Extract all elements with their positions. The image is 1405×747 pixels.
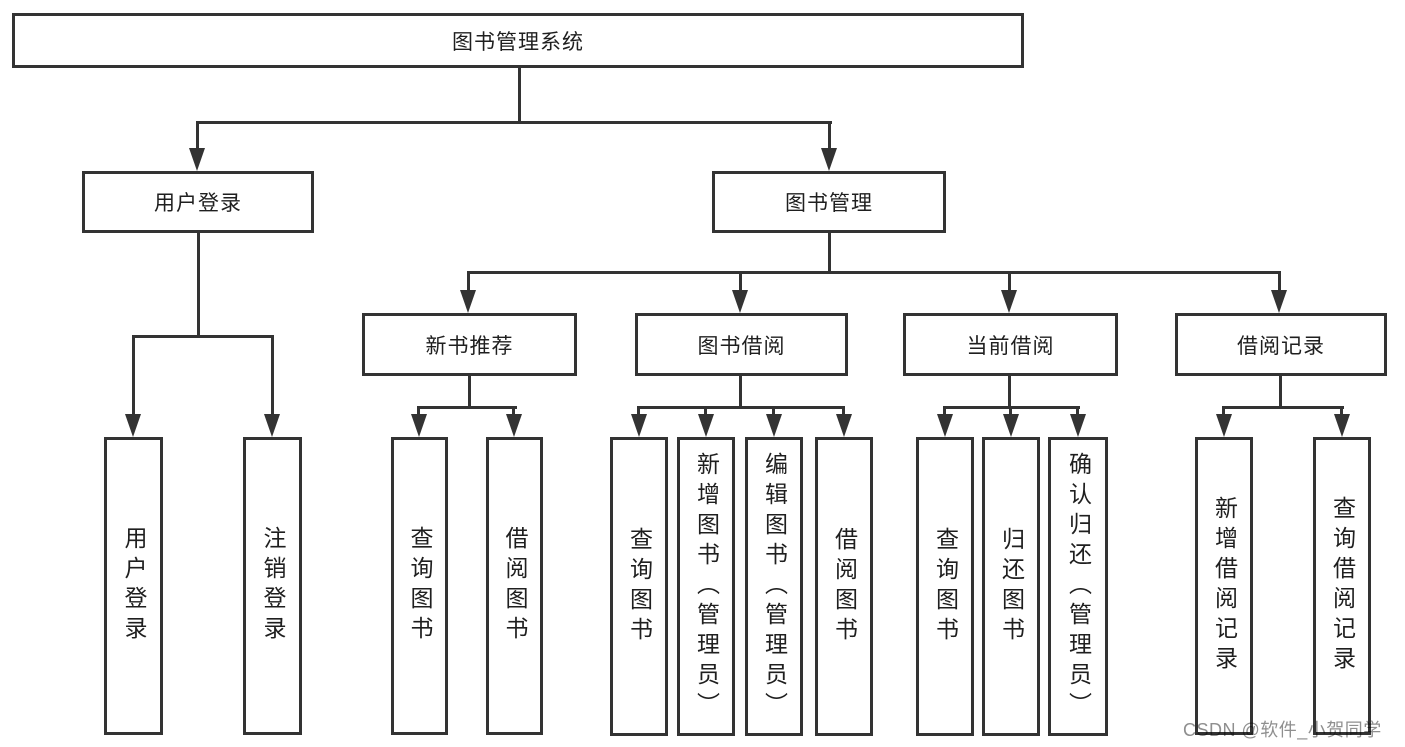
leaf-nb-query-books: 查询图书 bbox=[391, 437, 448, 735]
node-user-login: 用户登录 bbox=[82, 171, 314, 233]
arrowhead bbox=[836, 414, 852, 437]
arrowhead bbox=[460, 290, 476, 313]
leaf-cb-return-books: 归还图书 bbox=[982, 437, 1040, 736]
connector-line bbox=[1008, 271, 1011, 293]
leaf-br-query-record: 查询借阅记录 bbox=[1313, 437, 1371, 735]
connector-line bbox=[772, 406, 775, 416]
leaf-cb-confirm-return-admin: 确认归还（管理员） bbox=[1048, 437, 1108, 736]
leaf-logout: 注销登录 bbox=[243, 437, 302, 735]
node-current-borrow: 当前借阅 bbox=[903, 313, 1118, 376]
arrowhead bbox=[631, 414, 647, 437]
connector-line bbox=[828, 121, 831, 151]
connector-line bbox=[196, 121, 199, 151]
connector-line bbox=[1008, 376, 1011, 409]
connector-line bbox=[518, 68, 521, 122]
arrowhead bbox=[411, 414, 427, 437]
node-root: 图书管理系统 bbox=[12, 13, 1024, 68]
connector-line bbox=[637, 406, 640, 416]
arrowhead bbox=[1271, 290, 1287, 313]
leaf-nb-borrow-books: 借阅图书 bbox=[486, 437, 543, 735]
connector-line bbox=[1278, 271, 1281, 293]
connector-line bbox=[1009, 406, 1012, 416]
connector-line bbox=[512, 406, 515, 416]
connector-line bbox=[417, 406, 420, 416]
connector-line bbox=[704, 406, 707, 416]
connector-line bbox=[739, 376, 742, 409]
connector-line bbox=[132, 335, 273, 338]
connector-line bbox=[467, 271, 1281, 274]
connector-line bbox=[132, 335, 135, 417]
arrowhead bbox=[189, 148, 205, 171]
arrowhead bbox=[1003, 414, 1019, 437]
leaf-bb-add-books-admin: 新增图书（管理员） bbox=[677, 437, 735, 736]
arrowhead bbox=[821, 148, 837, 171]
arrowhead bbox=[937, 414, 953, 437]
connector-line bbox=[1340, 406, 1343, 416]
connector-line bbox=[842, 406, 845, 416]
arrowhead bbox=[1001, 290, 1017, 313]
node-new-book-recommend: 新书推荐 bbox=[362, 313, 577, 376]
node-book-borrow: 图书借阅 bbox=[635, 313, 848, 376]
leaf-bb-borrow-books: 借阅图书 bbox=[815, 437, 873, 736]
arrowhead bbox=[1216, 414, 1232, 437]
arrowhead bbox=[732, 290, 748, 313]
connector-line bbox=[1222, 406, 1225, 416]
node-book-management: 图书管理 bbox=[712, 171, 946, 233]
connector-line bbox=[943, 406, 946, 416]
node-borrow-records: 借阅记录 bbox=[1175, 313, 1387, 376]
connector-line bbox=[417, 406, 517, 409]
connector-line bbox=[197, 233, 200, 338]
leaf-bb-edit-books-admin: 编辑图书（管理员） bbox=[745, 437, 803, 736]
arrowhead bbox=[698, 414, 714, 437]
leaf-cb-query-books: 查询图书 bbox=[916, 437, 974, 736]
connector-line bbox=[196, 121, 832, 124]
arrowhead bbox=[264, 414, 280, 437]
connector-line bbox=[271, 335, 274, 417]
arrowhead bbox=[506, 414, 522, 437]
connector-line bbox=[468, 376, 471, 409]
connector-line bbox=[739, 271, 742, 293]
leaf-br-add-record: 新增借阅记录 bbox=[1195, 437, 1253, 735]
connector-line bbox=[1076, 406, 1079, 416]
connector-line bbox=[467, 271, 470, 293]
leaf-bb-query-books: 查询图书 bbox=[610, 437, 668, 736]
arrowhead bbox=[1334, 414, 1350, 437]
leaf-user-login: 用户登录 bbox=[104, 437, 163, 735]
connector-line bbox=[637, 406, 845, 409]
watermark: CSDN @软件_小贺同学 bbox=[1183, 720, 1382, 740]
arrowhead bbox=[1070, 414, 1086, 437]
connector-line bbox=[1222, 406, 1344, 409]
connector-line bbox=[828, 233, 831, 274]
arrowhead bbox=[766, 414, 782, 437]
arrowhead bbox=[125, 414, 141, 437]
connector-line bbox=[1279, 376, 1282, 409]
